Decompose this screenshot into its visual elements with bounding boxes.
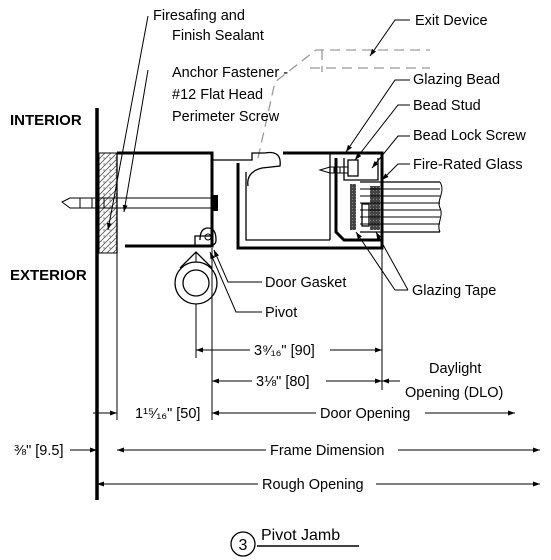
- exterior-label: EXTERIOR: [10, 267, 87, 284]
- firesafing-label-line2: Finish Sealant: [172, 28, 264, 44]
- anchor-fastener-label-line2: #12 Flat Head: [172, 87, 263, 103]
- interior-label: INTERIOR: [10, 112, 82, 129]
- dim-50-label: 1¹⁵⁄₁₆" [50]: [135, 406, 200, 422]
- detail-title-text: Pivot Jamb: [261, 527, 340, 544]
- glazing-tape-exterior: [350, 184, 356, 230]
- anchor-fastener-label-line3: Perimeter Screw: [172, 109, 280, 125]
- pivot-hardware: [174, 251, 218, 305]
- rough-opening-label: Rough Opening: [262, 477, 364, 493]
- dim-80-label: 3⅛" [80]: [256, 374, 310, 390]
- frame-profile: [116, 151, 265, 253]
- fire-rated-glass-label: Fire-Rated Glass: [413, 157, 523, 173]
- dim-90-label: 3⁹⁄₁₆" [90]: [254, 343, 315, 359]
- door-gasket: [199, 227, 217, 247]
- glazing-tape-interior: [370, 186, 380, 230]
- exit-device-label: Exit Device: [415, 13, 488, 29]
- dlo-label-line1: Daylight: [429, 361, 481, 377]
- dim-9-5-label: ⅜" [9.5]: [14, 443, 63, 459]
- detail-number: 3: [239, 537, 248, 554]
- firesafing-label-line1: Firesafing and: [153, 8, 245, 24]
- fire-rated-glass: [360, 181, 443, 233]
- dlo-label-line2: Opening (DLO): [405, 385, 503, 401]
- bead-stud-label: Bead Stud: [413, 98, 481, 114]
- anchor-fastener-screw: [61, 195, 218, 211]
- anchor-fastener-label-line1: Anchor Fastener -: [172, 65, 288, 81]
- glazing-bead-label: Glazing Bead: [413, 72, 500, 88]
- firesafing-sealant: [98, 152, 118, 254]
- detail-title: 3 Pivot Jamb: [230, 527, 359, 557]
- bead-stud: [318, 166, 349, 174]
- door-opening-label: Door Opening: [320, 406, 410, 422]
- leader-lines: [106, 15, 410, 313]
- door-profile: [236, 151, 384, 250]
- exit-device-outline: [257, 49, 430, 159]
- glazing-tape-label: Glazing Tape: [412, 283, 496, 299]
- door-gasket-label: Door Gasket: [265, 275, 346, 291]
- pivot-label: Pivot: [265, 305, 297, 321]
- frame-dimension-label: Frame Dimension: [270, 443, 384, 459]
- bead-lock-screw-label: Bead Lock Screw: [413, 128, 526, 144]
